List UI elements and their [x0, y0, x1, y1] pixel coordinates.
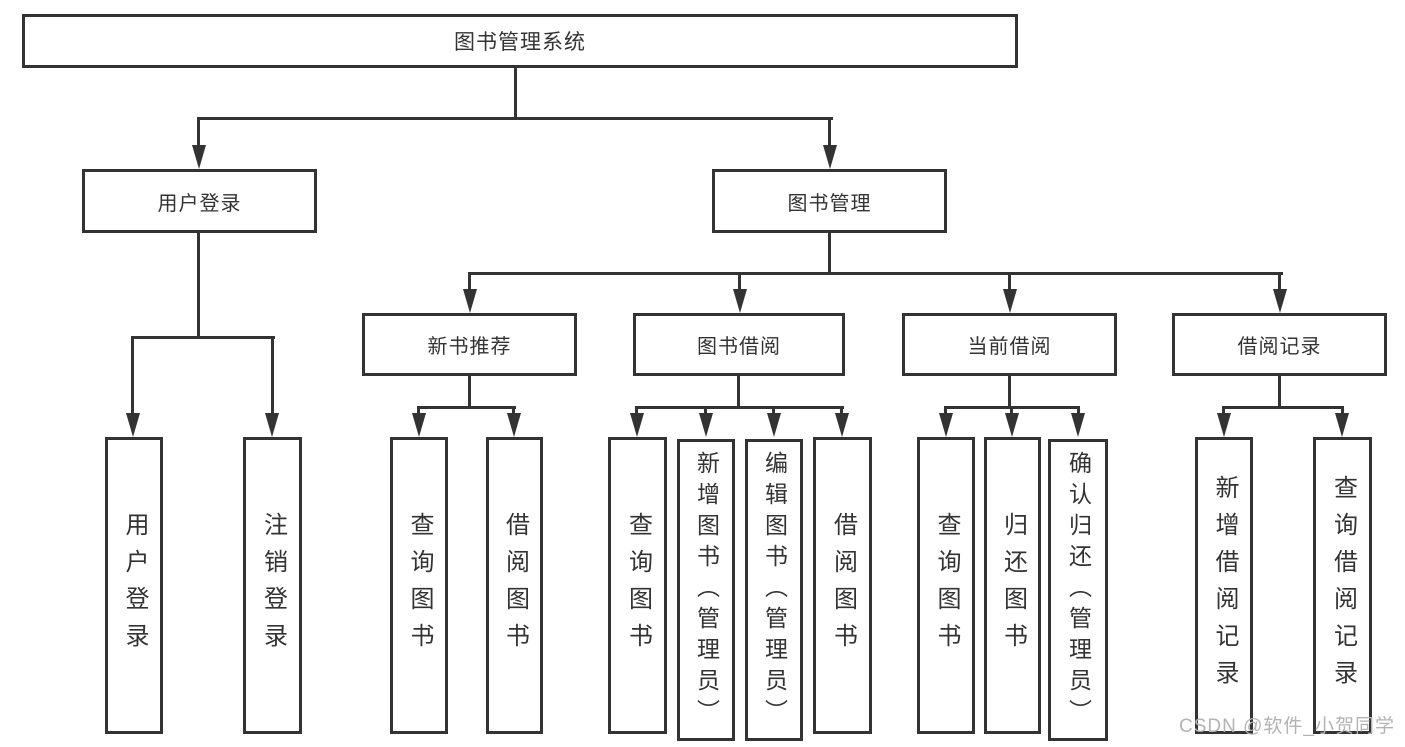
- arrow-down-icon: [265, 413, 279, 437]
- connector-line: [944, 406, 947, 418]
- arrow-down-icon: [412, 413, 426, 437]
- connector-line: [828, 117, 831, 149]
- connector-line: [514, 68, 517, 117]
- arrow-down-icon: [823, 145, 837, 169]
- arrow-down-icon: [1005, 413, 1019, 437]
- leaf-return-books: 归还图书: [984, 437, 1041, 734]
- connector-line: [635, 406, 638, 418]
- arrow-down-icon: [939, 413, 953, 437]
- branch-book-management: 图书管理: [712, 169, 947, 233]
- leaf-query-books: 查询图书: [917, 437, 975, 734]
- group-book-borrowing: 图书借阅: [633, 313, 845, 376]
- root-box-library-management-system: 图书管理系统: [22, 14, 1018, 68]
- group-new-book-recommend: 新书推荐: [362, 313, 577, 376]
- connector-line: [737, 376, 740, 408]
- arrow-down-icon: [126, 413, 140, 437]
- connector-line: [131, 336, 134, 416]
- leaf-edit-books-admin: 编辑图书（管理员）: [745, 439, 803, 741]
- connector-line: [1222, 406, 1344, 409]
- connector-line: [468, 272, 1283, 275]
- connector-line: [197, 117, 833, 120]
- connector-line: [1008, 272, 1011, 292]
- group-current-borrowing: 当前借阅: [902, 313, 1117, 376]
- connector-line: [840, 406, 843, 418]
- arrow-down-icon: [835, 413, 849, 437]
- arrow-down-icon: [1071, 413, 1085, 437]
- leaf-query-borrow-record: 查询借阅记录: [1313, 437, 1372, 734]
- arrow-down-icon: [1335, 413, 1349, 437]
- connector-line: [704, 406, 707, 418]
- arrow-down-icon: [767, 413, 781, 437]
- arrow-down-icon: [507, 413, 521, 437]
- connector-line: [1008, 376, 1011, 408]
- connector-line: [512, 406, 515, 418]
- leaf-add-borrow-record: 新增借阅记录: [1195, 437, 1253, 734]
- connector-line: [1278, 376, 1281, 408]
- connector-line: [1341, 406, 1344, 418]
- leaf-query-books: 查询图书: [608, 437, 667, 734]
- arrow-down-icon: [733, 289, 747, 313]
- csdn-watermark: CSDN @软件_小贺同学: [1179, 716, 1395, 737]
- connector-line: [271, 336, 274, 416]
- arrow-down-icon: [1273, 289, 1287, 313]
- leaf-logout: 注销登录: [243, 437, 302, 734]
- arrow-down-icon: [699, 413, 713, 437]
- connector-line: [197, 117, 200, 149]
- branch-user-login: 用户登录: [82, 169, 317, 233]
- arrow-down-icon: [630, 413, 644, 437]
- connector-line: [828, 233, 831, 274]
- connector-line: [1278, 272, 1281, 292]
- connector-line: [772, 406, 775, 418]
- leaf-confirm-return-admin: 确认归还（管理员）: [1048, 439, 1108, 741]
- arrow-down-icon: [463, 289, 477, 313]
- leaf-add-books-admin: 新增图书（管理员）: [677, 439, 735, 741]
- leaf-user-login: 用户登录: [105, 437, 163, 734]
- connector-line: [1010, 406, 1013, 418]
- connector-line: [1077, 406, 1080, 418]
- arrow-down-icon: [1217, 413, 1231, 437]
- connector-line: [1222, 406, 1225, 418]
- connector-line: [635, 406, 844, 409]
- leaf-borrow-books: 借阅图书: [813, 437, 872, 734]
- leaf-borrow-books: 借阅图书: [486, 437, 543, 734]
- connector-line: [417, 406, 420, 418]
- connector-line: [131, 336, 275, 339]
- arrow-down-icon: [1003, 289, 1017, 313]
- connector-line: [468, 376, 471, 408]
- connector-line: [738, 272, 741, 292]
- leaf-query-books: 查询图书: [390, 437, 448, 734]
- connector-line: [468, 272, 471, 292]
- group-borrowing-records: 借阅记录: [1172, 313, 1387, 376]
- arrow-down-icon: [192, 145, 206, 169]
- connector-line: [197, 233, 200, 338]
- connector-line: [417, 406, 516, 409]
